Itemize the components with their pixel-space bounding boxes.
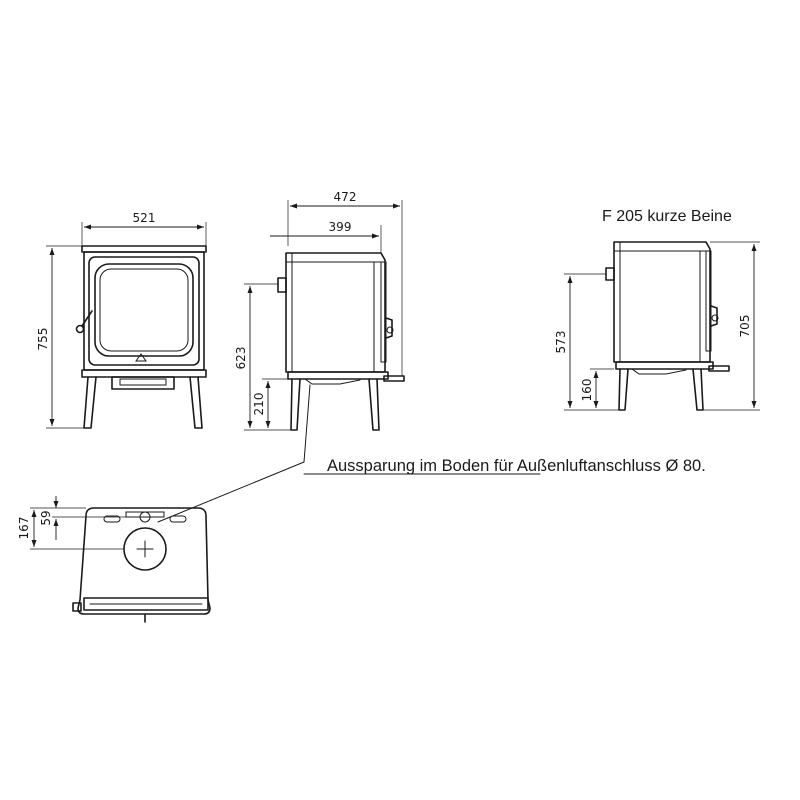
front-window-glass [99,268,189,352]
short-air-intake [631,368,687,375]
side-leg-back [290,378,301,431]
front-door [88,256,200,366]
side-base [287,371,389,380]
air-inlet-callout: Aussparung im Boden für Außenluftanschlu… [157,384,706,523]
top-plate-outline [77,507,211,615]
front-body [83,251,205,371]
brand-emblem-icon [135,353,147,362]
front-width-label: 521 [133,211,156,225]
callout-leader-bottom [157,461,305,523]
ash-drawer [111,376,175,390]
callout-leader-top [303,384,311,463]
front-height-label: 755 [36,328,50,351]
front-leg-right [189,376,203,429]
side-handle-knob-icon [386,326,394,334]
side-body-depth-label: 399 [329,220,352,234]
callout-text: Aussparung im Boden für Außenluftanschlu… [327,457,706,475]
side-air-intake [304,378,361,385]
front-base [81,369,207,378]
top-front-lip [83,597,209,611]
side-body [285,252,386,373]
side-flue-collar [277,277,287,293]
top-center-label: 167 [17,517,31,540]
short-body [613,241,711,363]
short-handle-knob-icon [711,314,719,322]
side-depth-label: 472 [334,190,357,204]
short-leg-height-label: 160 [580,379,594,402]
door-handle-lever [81,310,93,327]
side-flue-height-label: 623 [234,347,248,370]
top-handle [72,602,82,612]
side-leg-height-label: 210 [252,393,266,416]
short-leg-front [692,368,704,411]
side-handle [385,317,393,339]
short-base [615,361,714,370]
front-top-plate [81,245,207,253]
short-ash-drawer [708,365,730,372]
side-ash-drawer [383,375,405,382]
front-view: 521 755 [36,211,207,429]
short-legs-title: F 205 kurze Beine [602,208,732,225]
short-flue-collar [605,267,615,281]
top-rear-slot-left [103,515,121,523]
top-rear-vent [125,511,165,518]
short-handle [710,305,718,327]
short-flue-height-label: 573 [554,331,568,354]
side-door-profile [380,261,387,363]
side-leg-front [368,378,380,431]
top-view: 59 167 [17,496,211,623]
short-total-height-label: 705 [738,315,752,338]
front-leg-left [83,376,97,429]
top-rear-slot-right [169,515,187,523]
short-door-profile [705,250,712,352]
short-legs-view: F 205 kurze Beine 573 160 705 [554,208,760,411]
short-leg-back [618,368,629,411]
side-view: 472 399 623 210 [234,190,405,431]
ash-drawer-slot [119,378,167,386]
top-offset-label: 59 [39,510,53,525]
front-window-outer [94,263,194,357]
door-handle-knob [75,324,85,334]
